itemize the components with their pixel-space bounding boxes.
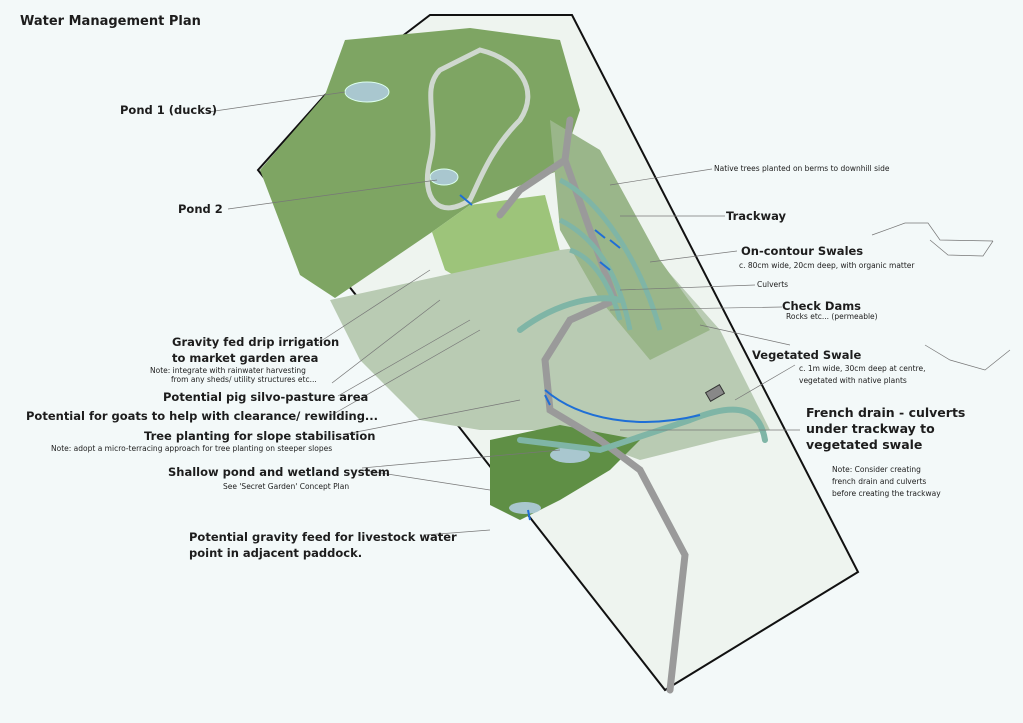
label-french-drain-3: vegetated swale — [806, 437, 923, 452]
note-veg-swale-2: vegetated with native plants — [799, 376, 907, 385]
label-pond-2: Pond 2 — [178, 202, 223, 216]
note-french-drain: Note: Consider creating — [832, 465, 921, 474]
note-micro-terracing: Note: adopt a micro-terracing approach f… — [51, 444, 333, 453]
label-pig-area: Potential pig silvo-pasture area — [163, 390, 369, 404]
on-contour-swales — [558, 177, 663, 331]
trackway — [496, 116, 689, 694]
label-french-drain: French drain - culverts — [806, 405, 966, 420]
label-swales: On-contour Swales — [741, 244, 864, 258]
label-french-drain-2: under trackway to — [806, 421, 935, 436]
label-culverts: Culverts — [757, 280, 789, 289]
wetland-pond — [509, 502, 541, 514]
water-flow-arrows — [459, 194, 701, 521]
label-check-dams: Check Dams — [782, 299, 862, 313]
wetland-pond — [550, 447, 590, 463]
label-shallow-pond: Shallow pond and wetland system — [168, 465, 390, 479]
note-french-drain-3: before creating the trackway — [832, 489, 941, 498]
leader-lines — [207, 91, 1011, 536]
label-livestock-2: point in adjacent paddock. — [189, 546, 363, 560]
note-rainwater: Note: integrate with rainwater harvestin… — [150, 366, 306, 375]
note-check-dams: Rocks etc... (permeable) — [786, 312, 878, 321]
shed — [704, 383, 726, 403]
note-secret-garden: See 'Secret Garden' Concept Plan — [223, 482, 350, 491]
swale-woodland — [550, 120, 710, 360]
page-title: Water Management Plan — [20, 14, 201, 29]
note-french-drain-2: french drain and culverts — [832, 477, 927, 486]
label-gravity-drip-2: to market garden area — [172, 351, 319, 365]
note-rainwater-2: from any sheds/ utility structures etc..… — [171, 375, 317, 384]
label-trackway: Trackway — [726, 209, 787, 223]
label-livestock: Potential gravity feed for livestock wat… — [189, 530, 457, 544]
label-vegetated-swale: Vegetated Swale — [752, 348, 862, 362]
label-pond-1: Pond 1 (ducks) — [120, 103, 217, 117]
label-tree-planting: Tree planting for slope stabilisation — [144, 429, 376, 443]
orchard-path — [424, 47, 531, 211]
note-veg-swale: c. 1m wide, 30cm deep at centre, — [799, 364, 926, 373]
label-goats: Potential for goats to help with clearan… — [26, 409, 379, 423]
orchard-area — [260, 28, 580, 298]
note-swales: c. 80cm wide, 20cm deep, with organic ma… — [739, 261, 915, 270]
pond-2 — [429, 168, 459, 186]
pond-1 — [344, 81, 390, 103]
label-gravity-drip: Gravity fed drip irrigation — [172, 335, 340, 349]
label-native-trees: Native trees planted on berms to downhil… — [714, 164, 890, 173]
